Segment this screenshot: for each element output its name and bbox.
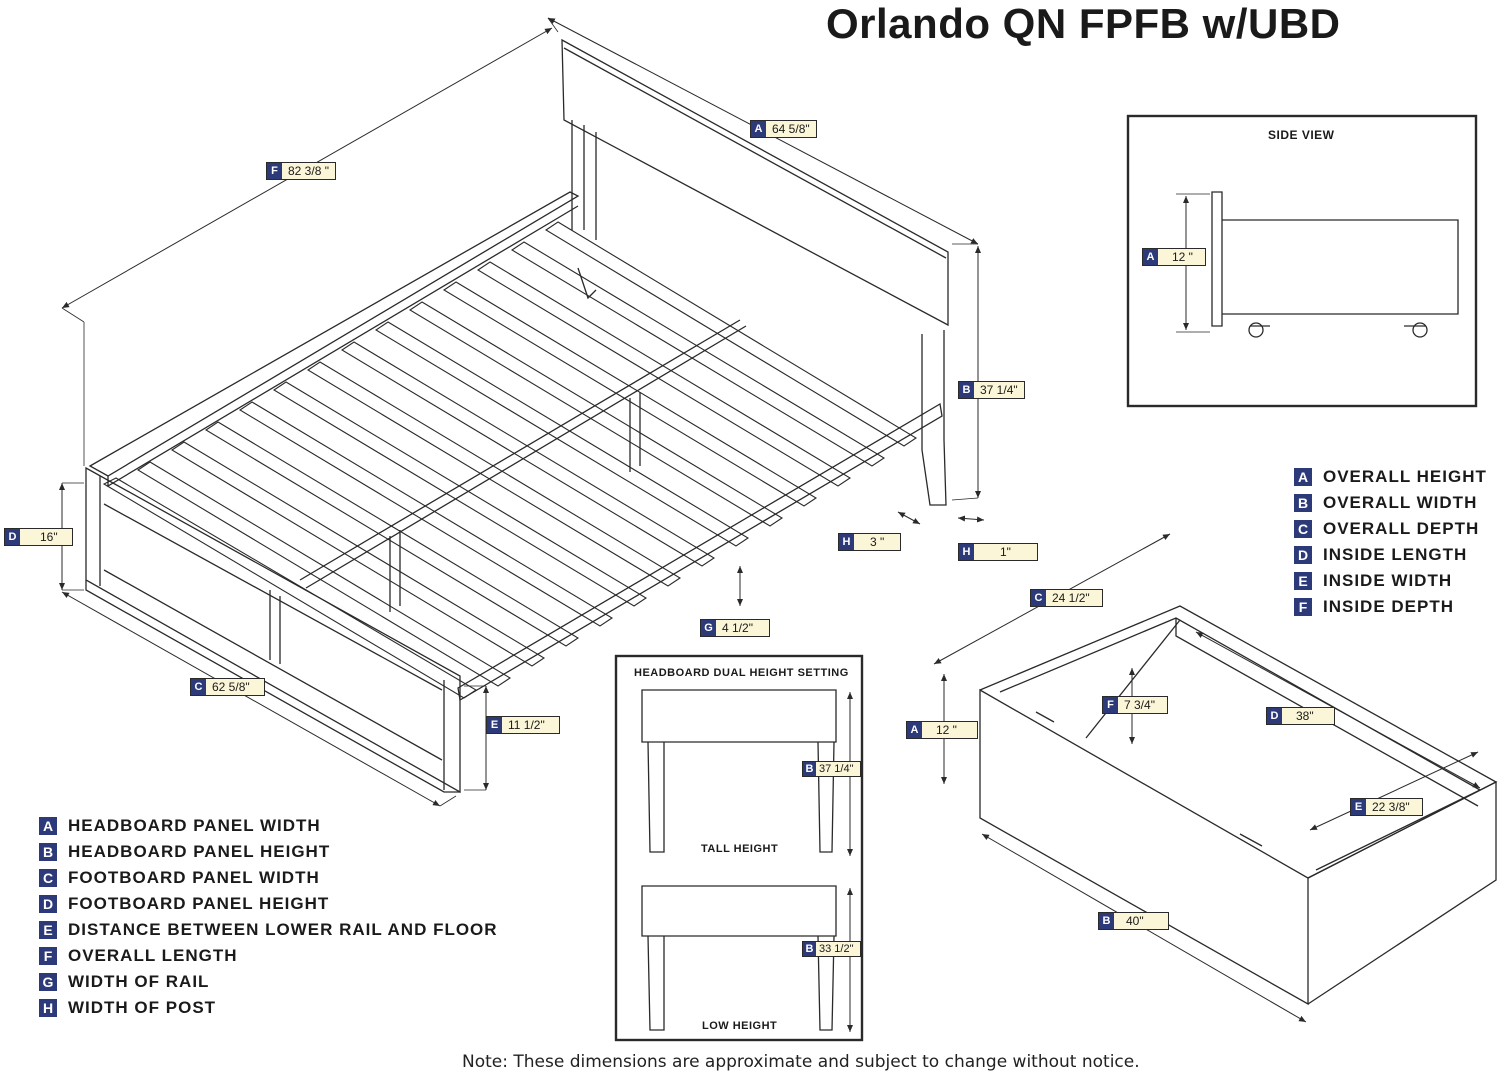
tag-letter: F xyxy=(267,163,282,179)
legend-label: FOOTBOARD PANEL HEIGHT xyxy=(68,894,330,913)
drawer-legend: A OVERALL HEIGHT B OVERALL WIDTH C OVERALL DE… xyxy=(1294,464,1487,620)
legend-label: HEADBOARD PANEL WIDTH xyxy=(68,816,321,835)
tag-letter: D xyxy=(1267,708,1282,724)
legend-label: WIDTH OF POST xyxy=(68,998,217,1017)
legend-label: OVERALL LENGTH xyxy=(68,946,238,965)
headboard-setting-title: HEADBOARD DUAL HEIGHT SETTING xyxy=(634,667,849,679)
legend-label: OVERALL HEIGHT xyxy=(1323,467,1487,486)
legend-label: HEADBOARD PANEL HEIGHT xyxy=(68,842,331,861)
legend-letter-badge: B xyxy=(1294,494,1312,512)
tag-letter: H xyxy=(839,534,854,550)
tag-letter: E xyxy=(1351,799,1366,815)
tag-letter: F xyxy=(1103,697,1118,713)
legend-letter-badge: E xyxy=(1294,572,1312,590)
page-title: Orlando QN FPFB w/UBD xyxy=(826,0,1341,47)
low-height-label: LOW HEIGHT xyxy=(702,1020,778,1032)
legend-item: H WIDTH OF POST xyxy=(39,995,498,1021)
legend-item: D INSIDE LENGTH xyxy=(1294,542,1487,568)
drawer-drawing xyxy=(933,533,1498,1023)
legend-item: D FOOTBOARD PANEL HEIGHT xyxy=(39,891,498,917)
legend-letter-badge: H xyxy=(39,999,57,1017)
tag-letter: D xyxy=(5,529,20,545)
legend-letter-badge: D xyxy=(39,895,57,913)
tag-letter: C xyxy=(1031,590,1046,606)
legend-item: B OVERALL WIDTH xyxy=(1294,490,1487,516)
legend-letter-badge: C xyxy=(1294,520,1312,538)
tag-letter: C xyxy=(191,679,206,695)
legend-label: WIDTH OF RAIL xyxy=(68,972,210,991)
legend-letter-badge: G xyxy=(39,973,57,991)
legend-label: DISTANCE BETWEEN LOWER RAIL AND FLOOR xyxy=(68,920,498,939)
legend-letter-badge: D xyxy=(1294,546,1312,564)
legend-letter-badge: A xyxy=(39,817,57,835)
side-view-title: SIDE VIEW xyxy=(1268,128,1335,142)
legend-label: INSIDE DEPTH xyxy=(1323,597,1455,616)
tag-letter: G xyxy=(701,620,716,636)
tall-height-label: TALL HEIGHT xyxy=(701,843,779,855)
legend-letter-badge: B xyxy=(39,843,57,861)
legend-label: OVERALL WIDTH xyxy=(1323,493,1478,512)
side-view-drawing xyxy=(1126,114,1478,408)
disclaimer-note: Note: These dimensions are approximate a… xyxy=(462,1052,1140,1072)
legend-label: OVERALL DEPTH xyxy=(1323,519,1480,538)
legend-item: E DISTANCE BETWEEN LOWER RAIL AND FLOOR xyxy=(39,917,498,943)
tag-letter: A xyxy=(907,722,922,738)
tag-letter: B xyxy=(803,942,816,956)
tag-letter: H xyxy=(959,544,974,560)
bed-drawing xyxy=(59,17,985,807)
headboard-setting-drawing xyxy=(614,654,864,1042)
legend-item: G WIDTH OF RAIL xyxy=(39,969,498,995)
legend-item: A HEADBOARD PANEL WIDTH xyxy=(39,813,498,839)
legend-item: F OVERALL LENGTH xyxy=(39,943,498,969)
tag-letter: B xyxy=(1099,913,1114,929)
legend-letter-badge: E xyxy=(39,921,57,939)
legend-label: FOOTBOARD PANEL WIDTH xyxy=(68,868,320,887)
legend-item: F INSIDE DEPTH xyxy=(1294,594,1487,620)
legend-item: E INSIDE WIDTH xyxy=(1294,568,1487,594)
tag-letter: B xyxy=(959,382,974,398)
tag-letter: A xyxy=(751,121,766,137)
legend-letter-badge: C xyxy=(39,869,57,887)
legend-item: B HEADBOARD PANEL HEIGHT xyxy=(39,839,498,865)
tag-letter: A xyxy=(1143,249,1158,265)
tag-letter: B xyxy=(803,762,816,776)
legend-letter-badge: F xyxy=(39,947,57,965)
legend-letter-badge: F xyxy=(1294,598,1312,616)
bed-legend: A HEADBOARD PANEL WIDTH B HEADBOARD PANEL H… xyxy=(39,813,498,1021)
legend-label: INSIDE LENGTH xyxy=(1323,545,1468,564)
legend-letter-badge: A xyxy=(1294,468,1312,486)
legend-item: C OVERALL DEPTH xyxy=(1294,516,1487,542)
legend-label: INSIDE WIDTH xyxy=(1323,571,1453,590)
tag-letter: E xyxy=(487,717,502,733)
legend-item: A OVERALL HEIGHT xyxy=(1294,464,1487,490)
legend-item: C FOOTBOARD PANEL WIDTH xyxy=(39,865,498,891)
